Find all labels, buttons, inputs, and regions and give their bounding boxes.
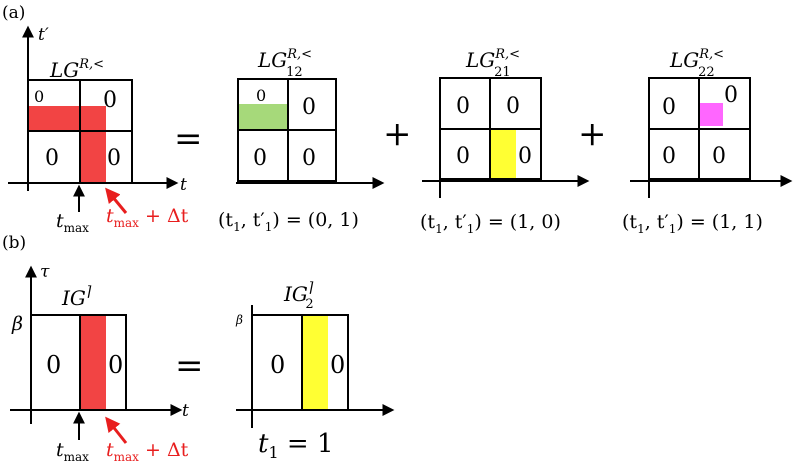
tmax-dt-arrow	[105, 187, 128, 214]
tmax-dt-arrow-b	[105, 416, 128, 444]
plus-sign-2: +	[578, 114, 607, 154]
tmax-dt-label-b: tmax + Δt	[106, 439, 189, 464]
lg22-caption: (t1, t′1) = (1, 1)	[622, 211, 763, 236]
green-highlight	[239, 104, 287, 129]
ig-main-diagram: τ t β IG⌉ 0 0 tmax tmax + Δt	[10, 262, 189, 464]
yellow-highlight-b	[302, 315, 328, 410]
ig-main-title: IG⌉	[61, 284, 92, 310]
beta-small-label: β	[235, 313, 243, 327]
yellow-highlight-a	[490, 130, 516, 180]
axis-x-t-b-label: t	[182, 401, 189, 421]
lg12-cell-bl: 0	[253, 146, 267, 171]
lg-main-cell-tr: 0	[103, 88, 117, 113]
lg21-cell-br: 0	[518, 144, 532, 169]
equals-sign-b: =	[175, 346, 204, 386]
lg22-cell-tl: 0	[662, 95, 676, 120]
lg-main-cell-br: 0	[107, 146, 121, 171]
ig-main-cell-right: 0	[108, 351, 123, 379]
lg22-cell-tr: 0	[724, 83, 738, 108]
lg21-title: LGR,<21	[465, 47, 520, 80]
ig2-cell-left: 0	[270, 351, 285, 379]
lg22-title: LGR,<22	[669, 47, 724, 80]
ig2-cell-right: 0	[330, 351, 345, 379]
lg21-caption: (t1, t′1) = (1, 0)	[420, 211, 561, 236]
panel-b-label: (b)	[2, 233, 26, 253]
lg22-cell-bl: 0	[662, 144, 676, 169]
ig2-caption: t1 = 1	[258, 429, 334, 462]
axis-y-tau-label: τ	[40, 262, 50, 282]
ig-main-cell-left: 0	[46, 351, 61, 379]
beta-label: β	[11, 313, 23, 335]
tmax-label-b: tmax	[56, 439, 89, 464]
lg-main-title: LGR,<	[49, 57, 104, 82]
tmax-label: tmax	[56, 210, 89, 235]
lg21-cell-tr: 0	[506, 94, 520, 119]
lg-main-diagram: t′ t LGR,< 0 0 0 0 tmax tmax + Δt	[8, 25, 189, 235]
lg22-diagram: LGR,<22 0 0 0 0 (t1, t′1) = (1, 1)	[622, 47, 793, 236]
lg-main-cell-bl: 0	[45, 146, 59, 171]
tmax-dt-label: tmax + Δt	[106, 205, 189, 230]
plus-sign-1: +	[383, 114, 412, 154]
equals-sign-a: =	[174, 119, 203, 159]
lg21-diagram: LGR,<21 0 0 0 0 (t1, t′1) = (1, 0)	[420, 47, 590, 236]
lg22-cell-br: 0	[712, 144, 726, 169]
lg12-title: LGR,<12	[257, 47, 312, 80]
panel-a-label: (a)	[2, 3, 25, 23]
lg12-diagram: LGR,<12 0 0 0 0 (t1, t′1) = (0, 1)	[218, 47, 385, 234]
lg-main-cell-tl: 0	[34, 87, 44, 106]
lg12-cell-tr: 0	[302, 95, 316, 120]
ig2-diagram: β IG⌉2 0 0 t1 = 1	[235, 280, 395, 462]
red-column-highlight-b	[80, 315, 106, 410]
red-column-highlight	[80, 106, 106, 183]
magenta-highlight	[699, 103, 723, 126]
lg21-cell-bl: 0	[456, 144, 470, 169]
axis-y-label: t′	[38, 25, 49, 45]
axis-x-label: t	[180, 175, 187, 195]
lg12-cell-br: 0	[302, 146, 316, 171]
lg12-caption: (t1, t′1) = (0, 1)	[218, 209, 359, 234]
ig2-title: IG⌉2	[283, 280, 314, 312]
lg21-cell-tl: 0	[456, 94, 470, 119]
lg12-cell-tl: 0	[256, 86, 266, 105]
